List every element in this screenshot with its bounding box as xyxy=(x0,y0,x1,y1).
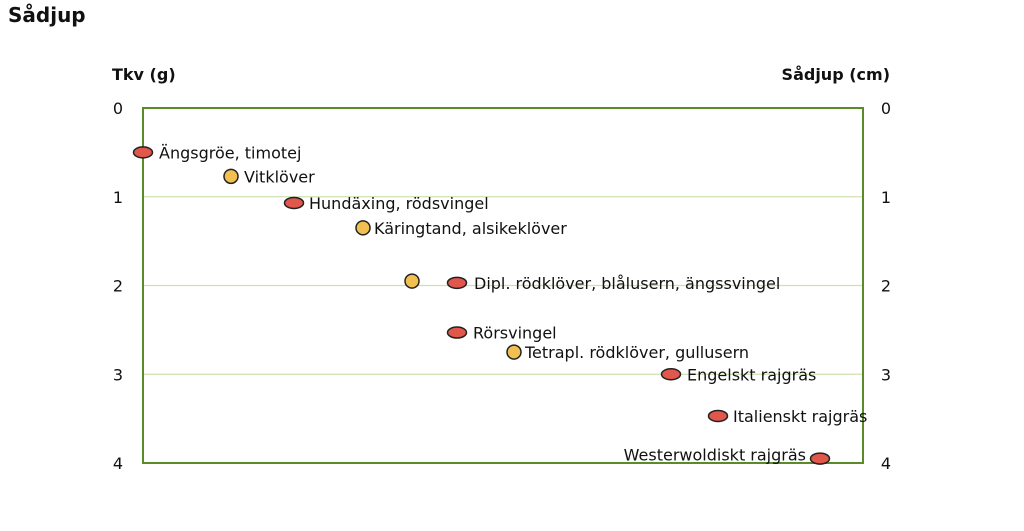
left-tick-label: 0 xyxy=(113,99,123,118)
left-tick-label: 1 xyxy=(113,188,123,207)
left-tick-label: 2 xyxy=(113,277,123,296)
grass-marker xyxy=(707,409,729,423)
point-label: Westerwoldiskt rajgräs xyxy=(624,446,806,465)
clover-marker xyxy=(404,273,420,289)
point-label: Vitklöver xyxy=(244,167,315,186)
point-label: Rörsvingel xyxy=(473,324,557,343)
point-label: Tetrapl. rödklöver, gullusern xyxy=(524,343,749,362)
y-tick-labels: 0 1 2 3 4 0 1 2 3 4 xyxy=(113,99,891,473)
point-label: Dipl. rödklöver, blålusern, ängssvingel xyxy=(474,274,780,293)
left-tick-label: 4 xyxy=(113,454,123,473)
left-tick-label: 3 xyxy=(113,365,123,384)
grass-marker xyxy=(446,326,468,339)
clover-marker xyxy=(355,220,371,236)
right-tick-label: 4 xyxy=(881,454,891,473)
chart-title: Sådjup xyxy=(8,3,86,27)
grass-marker xyxy=(809,452,831,465)
grass-marker xyxy=(446,276,468,290)
point-label: Hundäxing, rödsvingel xyxy=(309,194,489,213)
right-tick-label: 2 xyxy=(881,277,891,296)
point-label: Käringtand, alsikeklöver xyxy=(374,219,567,238)
clover-marker xyxy=(506,344,522,360)
right-tick-label: 1 xyxy=(881,188,891,207)
grid-lines xyxy=(143,196,863,375)
right-axis-title: Sådjup (cm) xyxy=(782,65,890,84)
grass-marker xyxy=(660,368,682,381)
point-label: Engelskt rajgräs xyxy=(687,365,816,384)
grass-marker xyxy=(283,196,305,210)
right-tick-label: 3 xyxy=(881,365,891,384)
right-tick-label: 0 xyxy=(881,99,891,118)
grass-marker xyxy=(132,146,154,159)
point-label: Ängsgröe, timotej xyxy=(159,143,301,162)
left-axis-title: Tkv (g) xyxy=(112,65,176,84)
clover-marker xyxy=(223,168,239,185)
plot-frame xyxy=(142,107,864,464)
point-label: Italienskt rajgräs xyxy=(733,407,867,426)
